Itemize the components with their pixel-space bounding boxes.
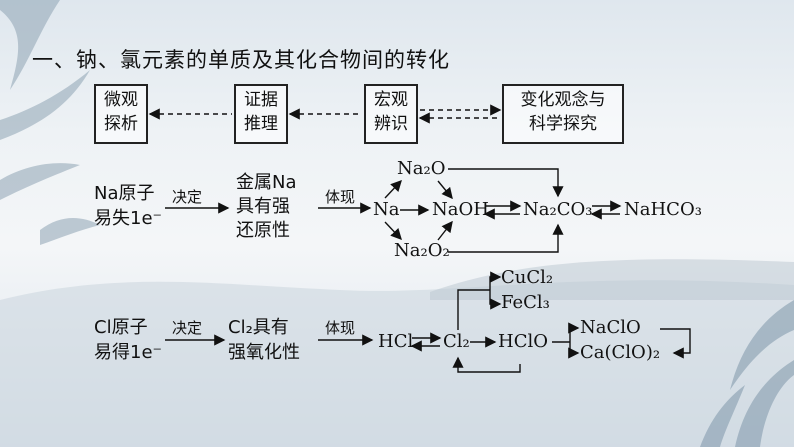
na-property-line2: 具有强 — [236, 196, 290, 217]
cucl2-compound: CuCl₂ — [501, 267, 554, 288]
na-property-line1: 金属Na — [236, 172, 297, 193]
fecl3-compound: FeCl₃ — [501, 292, 550, 313]
cl-embody-label: 体现 — [325, 319, 356, 337]
box-change-concept-exploration: 变化观念与 科学探究 — [502, 84, 624, 144]
na-element: Na — [373, 199, 400, 220]
arrow-na-to-na2o — [384, 179, 402, 199]
arrow-cl2-to-chlorides — [457, 289, 490, 330]
arrow-na2o2-to-na2co3 — [448, 223, 564, 253]
bracket-chlorides — [489, 276, 494, 305]
hcl-compound: HCl — [378, 331, 414, 352]
hclo-compound: HClO — [498, 331, 548, 352]
cl-property-line1: Cl₂具有 — [228, 317, 289, 338]
section-title: 一、钠、氯元素的单质及其化合物间的转化 — [32, 48, 450, 72]
arrow-na2o2-to-naoh — [437, 220, 453, 241]
box-macro-identification: 宏观 辨识 — [364, 84, 418, 144]
arrow-hclo-to-cl2 — [452, 356, 521, 373]
nahco3-compound: NaHCO₃ — [624, 199, 702, 220]
arrow-na2o-to-na2co3 — [448, 168, 564, 198]
naclo-compound: NaClO — [580, 317, 641, 338]
cl-gain-electron-label: 易得1e⁻ — [94, 342, 163, 363]
arrow-na-to-na2o2 — [384, 221, 402, 241]
cl-decide-label: 决定 — [172, 319, 203, 337]
arrow-naclo-caclo2-link — [660, 328, 691, 359]
na-property-line3: 还原性 — [236, 220, 290, 241]
na-atom-label: Na原子 — [94, 183, 155, 204]
na2co3-compound: Na₂CO₃ — [523, 199, 593, 220]
arrow-na2o-to-naoh — [437, 180, 453, 200]
na2o2-compound: Na₂O₂ — [394, 240, 450, 261]
caclo2-compound: Ca(ClO)₂ — [580, 342, 661, 363]
na2o-compound: Na₂O — [397, 158, 446, 179]
naoh-compound: NaOH — [432, 199, 489, 220]
na-decide-label: 决定 — [172, 188, 203, 206]
cl2-element: Cl₂ — [443, 331, 470, 352]
cl-atom-label: Cl原子 — [94, 317, 148, 338]
box-evidence-reasoning: 证据 推理 — [234, 84, 288, 144]
na-lose-electron-label: 易失1e⁻ — [94, 208, 163, 229]
na-embody-label: 体现 — [325, 188, 356, 206]
box-micro-analysis: 微观 探析 — [94, 84, 148, 144]
cl-property-line2: 强氧化性 — [228, 342, 300, 363]
